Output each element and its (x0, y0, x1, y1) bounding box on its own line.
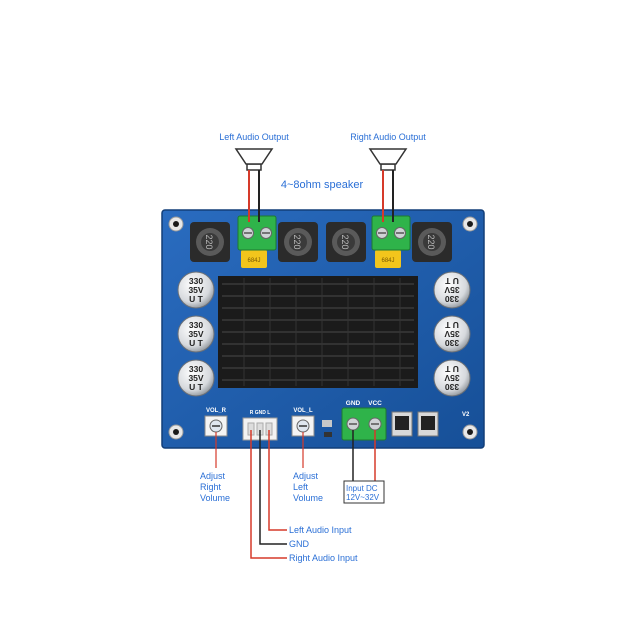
inductor-label: 220 (426, 234, 436, 249)
film-cap-right-label: 684J (381, 258, 394, 264)
power-wires (352, 430, 376, 481)
input-dc-label: Input DC 12V~32V (346, 484, 380, 502)
vol-l-silk: VOL_L (293, 408, 313, 414)
inductor-label: 220 (292, 234, 302, 249)
inductors: 220 220 220 220 (190, 222, 452, 262)
right-audio-input-label: Right Audio Input (289, 553, 358, 563)
speaker-label: 4~8ohm speaker (281, 179, 364, 191)
power-input-terminal (341, 407, 387, 441)
adjust-left-volume-label: Adjust Left Volume (293, 471, 323, 503)
vcc-silk: VCC (368, 400, 382, 407)
electrolytic-capacitor: 33035VU T (433, 315, 471, 353)
speaker-wires (248, 170, 394, 222)
inductor-label: 220 (204, 234, 214, 249)
left-output-terminal (237, 215, 277, 251)
capacitor-marking: 33035VU T (444, 364, 459, 392)
electrolytic-capacitor: 33035VU T (433, 359, 471, 397)
audio-pins-silk: R GND L (250, 410, 271, 416)
left-speaker-icon (234, 148, 274, 171)
capacitor-marking: 33035VU T (444, 320, 459, 348)
input-dc-box (343, 480, 385, 504)
left-audio-output-label: Left Audio Output (219, 132, 289, 142)
audio-input-wires (250, 430, 287, 559)
heatsink (218, 276, 418, 388)
gnd-silk: GND (346, 400, 361, 407)
gnd-input-label: GND (289, 539, 310, 549)
right-output-terminal (371, 215, 411, 251)
inductor-label: 220 (340, 234, 350, 249)
regulators (391, 411, 439, 437)
left-audio-input-label: Left Audio Input (289, 525, 352, 535)
film-capacitors: 684J 684J (241, 250, 401, 268)
electrolytic-capacitor: 33035VU T (433, 271, 471, 309)
capacitors-right: 33035VU T 33035VU T 33035VU T (433, 271, 471, 397)
mounting-holes (168, 216, 478, 440)
version-silk: V2 (462, 412, 470, 418)
vol-r-silk: VOL_R (206, 408, 227, 414)
right-audio-output-label: Right Audio Output (350, 132, 426, 142)
adjust-right-volume-label: Adjust Right Volume (200, 471, 230, 503)
film-cap-left-label: 684J (247, 258, 260, 264)
capacitor-marking: 33035VU T (444, 276, 459, 304)
right-speaker-icon (368, 148, 408, 171)
